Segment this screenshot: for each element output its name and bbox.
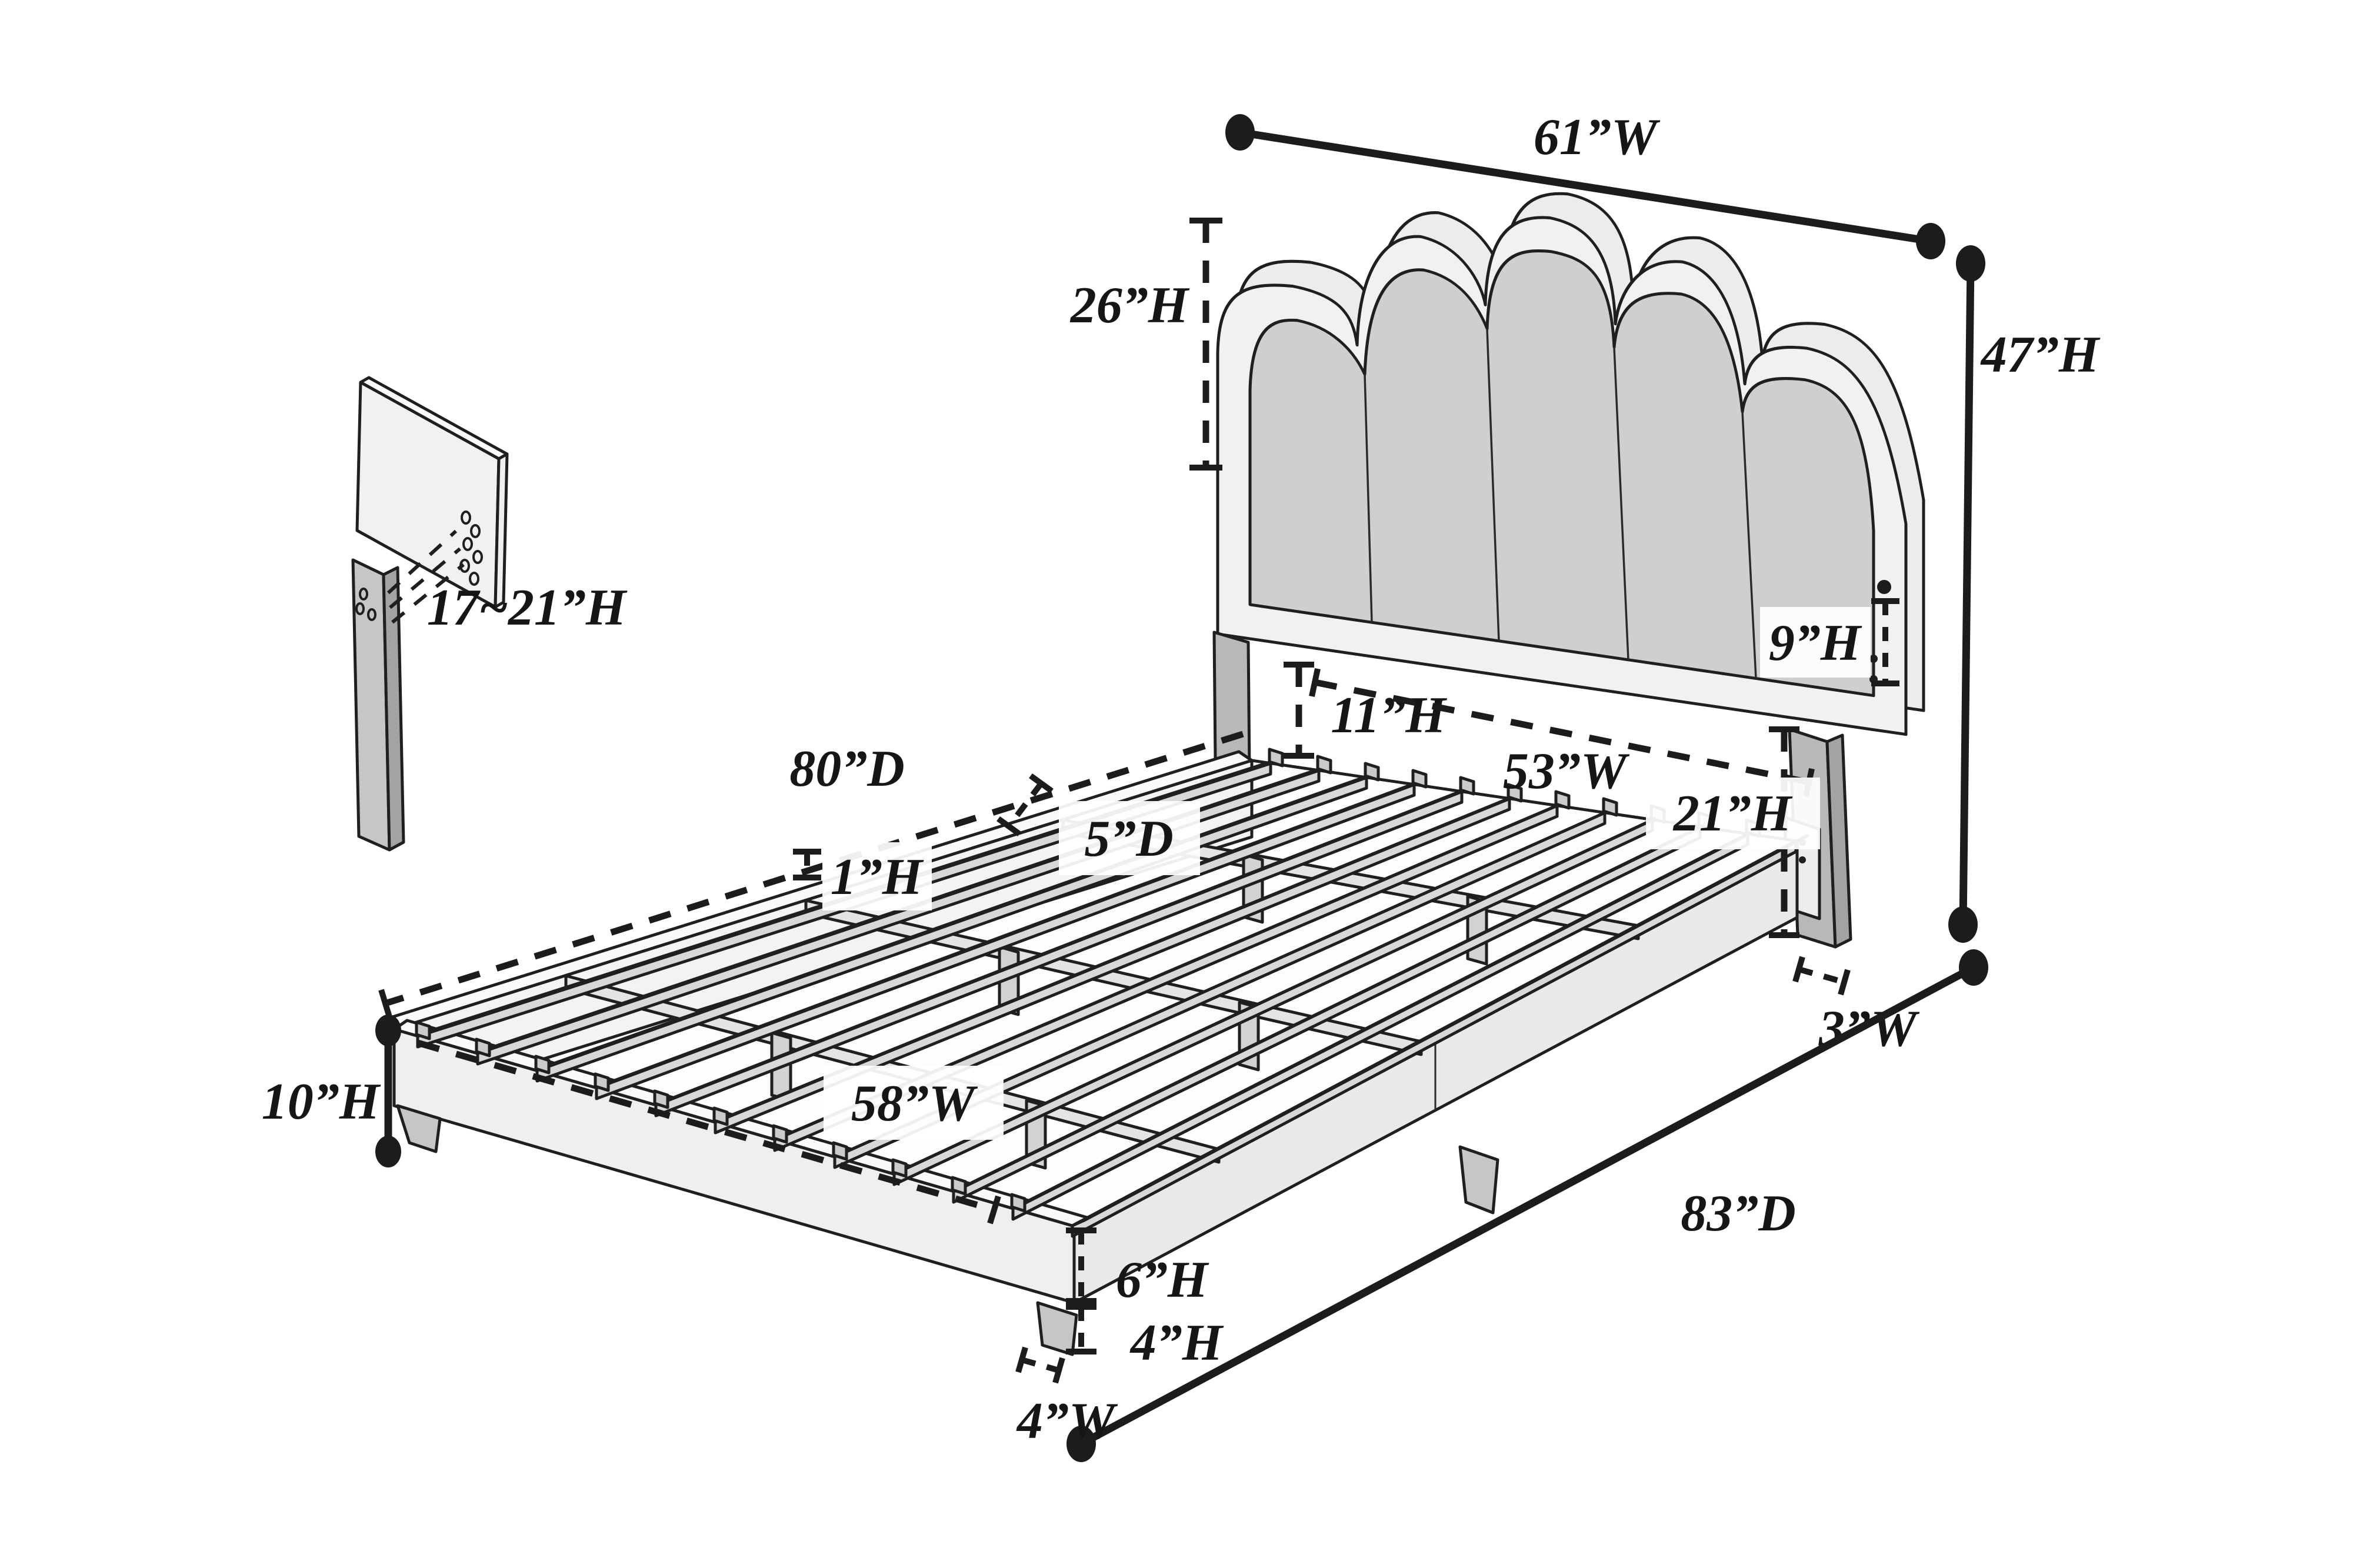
- detached-leg-assembly: [351, 376, 509, 852]
- dim-label-47h: 47”H: [1980, 326, 2101, 383]
- border-screw: [1869, 655, 1878, 663]
- alignment-dashes: [386, 529, 458, 595]
- dim-headboard-width: 61”W: [1225, 109, 1945, 259]
- dim-rail-height: 9”H: [1760, 580, 1899, 686]
- mounting-panel-side-edge: [494, 452, 509, 609]
- dim-foot-leg-height: 4”H: [1066, 1304, 1224, 1372]
- dim-slat-thickness: 1”H: [793, 842, 932, 910]
- dim-label-3w: 3”W: [1818, 1000, 1920, 1057]
- leg-hole: [355, 602, 365, 615]
- dim-label-4w: 4”W: [1016, 1393, 1118, 1450]
- dim-label-5d: 5”D: [1084, 810, 1174, 868]
- headboard-right-leg-side: [1825, 733, 1852, 949]
- dim-label-17-21h: 17~21”H: [427, 579, 628, 636]
- alignment-dashes: [391, 563, 465, 624]
- dim-overall-height: 47”H: [1948, 245, 2101, 943]
- dim-label-26h: 26”H: [1069, 277, 1190, 334]
- slat: [832, 797, 1618, 1169]
- bolt-hole: [472, 550, 483, 564]
- foot-right-leg: [1036, 1301, 1078, 1356]
- headboard-panels: [1248, 249, 1875, 698]
- dim-label-58w: 58”W: [851, 1075, 978, 1132]
- dim-label-61w: 61”W: [1534, 109, 1661, 166]
- dim-label-83d: 83”D: [1681, 1185, 1796, 1242]
- dim-platform-height: 10”H: [262, 1015, 401, 1167]
- dim-leg-width: 3”W: [1792, 956, 1920, 1057]
- bolt-hole: [470, 524, 481, 538]
- alignment-dashes: [389, 547, 461, 609]
- dim-label-9h: 9”H: [1769, 615, 1862, 672]
- dim-slat-spacing: 5”D: [996, 773, 1200, 875]
- slat: [712, 783, 1523, 1135]
- dim-inner-width: 53”W: [1309, 668, 1815, 800]
- dim-headboard-panel-height: 26”H: [1069, 218, 1222, 471]
- dim-label-11h: 11”H: [1331, 687, 1447, 744]
- dim-label-80d: 80”D: [789, 740, 905, 798]
- leg-hole: [359, 588, 368, 600]
- bracket-screw: [1799, 856, 1806, 863]
- slat: [594, 769, 1428, 1100]
- dim-inner-frame-width: 58”W: [416, 1039, 1004, 1225]
- detached-leg-side: [382, 566, 405, 852]
- panel-seam: [1741, 411, 1757, 679]
- bolt-hole: [461, 511, 471, 525]
- slat: [653, 776, 1475, 1117]
- dim-label-21h: 21”H: [1672, 785, 1793, 842]
- dim-frame-depth: 80”D: [378, 730, 1244, 1018]
- panel-seam: [1486, 328, 1500, 641]
- bolt-hole: [469, 572, 479, 586]
- dim-foot-leg-width: 4”W: [1015, 1346, 1118, 1450]
- dim-label-6h: 6”H: [1116, 1252, 1209, 1309]
- dim-label-4h: 4”H: [1129, 1315, 1224, 1372]
- foot-left-leg: [396, 1104, 442, 1153]
- leg-hole: [367, 608, 376, 621]
- dim-clearance-height: 11”H: [1284, 662, 1447, 759]
- dim-overall-depth: 83”D: [1066, 949, 1988, 1462]
- panel-seam: [1613, 347, 1629, 660]
- dim-label-10h: 10”H: [262, 1073, 381, 1130]
- bolt-hole: [462, 537, 473, 551]
- side-rail-leg: [1458, 1145, 1499, 1215]
- headboard: [1216, 192, 1925, 736]
- dim-label-53w: 53”W: [1503, 743, 1630, 800]
- panel-seam: [1364, 374, 1373, 623]
- dim-leg-to-floor-height: 21”H: [1646, 726, 1820, 938]
- slat: [772, 790, 1571, 1152]
- dim-label-1h: 1”H: [831, 849, 924, 906]
- dim-side-rail-height: 6”H: [1066, 1227, 1209, 1309]
